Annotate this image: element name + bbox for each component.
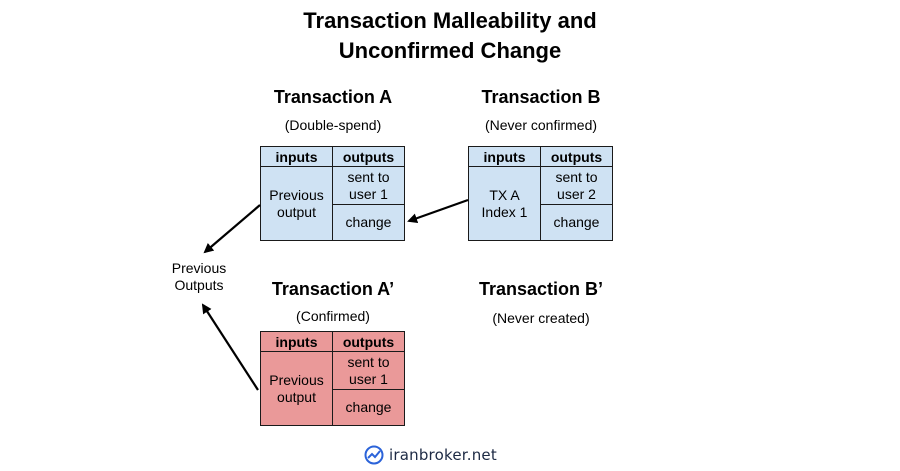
tx-b-table: inputs outputs TX A Index 1 sent to user… — [468, 146, 613, 241]
tx-b-outputs-header: outputs — [540, 146, 613, 167]
tx-a-input-line2: output — [277, 203, 316, 220]
watermark: iranbroker.net — [364, 444, 497, 466]
arrow-a-to-previous — [203, 204, 261, 254]
chart-logo-icon — [364, 445, 384, 465]
tx-a-out1-line2: user 1 — [349, 185, 388, 202]
previous-outputs-line2: Outputs — [174, 277, 224, 293]
tx-a-prime-inputs-header: inputs — [260, 331, 333, 352]
tx-a-output-change: change — [332, 204, 405, 241]
tx-a-input-line1: Previous — [269, 186, 324, 203]
tx-b-prime-heading: Transaction B’ — [478, 279, 604, 299]
tx-a-prime-table: inputs outputs Previous output sent to u… — [260, 331, 405, 426]
tx-a-prime-input-line2: output — [277, 388, 316, 405]
tx-b-inputs-header: inputs — [468, 146, 541, 167]
tx-a-input-cell: Previous output — [260, 166, 333, 241]
tx-a-inputs-header: inputs — [260, 146, 333, 167]
previous-outputs-label: Previous Outputs — [160, 260, 238, 294]
title-line-1: Transaction Malleability and — [303, 8, 597, 33]
tx-b-input-line2: Index 1 — [481, 203, 528, 220]
diagram-title: Transaction Malleability and Unconfirmed… — [0, 6, 900, 66]
tx-a-note: (Double-spend) — [284, 117, 382, 133]
tx-b-heading: Transaction B — [481, 87, 601, 107]
tx-a-heading: Transaction A — [273, 87, 393, 107]
tx-b-note: (Never confirmed) — [484, 117, 598, 133]
tx-a-out1-line1: sent to — [347, 168, 390, 185]
arrow-a-prime-to-previous — [201, 303, 259, 391]
previous-outputs-line1: Previous — [171, 260, 227, 276]
tx-a-prime-input-line1: Previous — [269, 371, 324, 388]
tx-b-out1-line1: sent to — [555, 168, 598, 185]
tx-b-prime-note: (Never created) — [492, 310, 590, 326]
title-line-2: Unconfirmed Change — [338, 38, 562, 63]
tx-a-prime-outputs-header: outputs — [332, 331, 405, 352]
tx-a-prime-out1-line1: sent to — [347, 353, 390, 370]
tx-a-prime-input-cell: Previous output — [260, 351, 333, 426]
arrow-b-to-a-change — [407, 198, 469, 224]
tx-a-table: inputs outputs Previous output sent to u… — [260, 146, 405, 241]
tx-a-prime-output-change: change — [332, 389, 405, 426]
tx-a-prime-note: (Confirmed) — [296, 308, 370, 324]
tx-b-out1-line2: user 2 — [557, 185, 596, 202]
watermark-text: iranbroker.net — [389, 446, 497, 464]
tx-a-prime-heading: Transaction A’ — [271, 279, 395, 299]
tx-a-output-1: sent to user 1 — [332, 166, 405, 205]
tx-b-output-1: sent to user 2 — [540, 166, 613, 205]
tx-b-input-cell: TX A Index 1 — [468, 166, 541, 241]
tx-b-input-line1: TX A — [489, 186, 520, 203]
tx-b-output-change: change — [540, 204, 613, 241]
tx-a-prime-out1-line2: user 1 — [349, 370, 388, 387]
